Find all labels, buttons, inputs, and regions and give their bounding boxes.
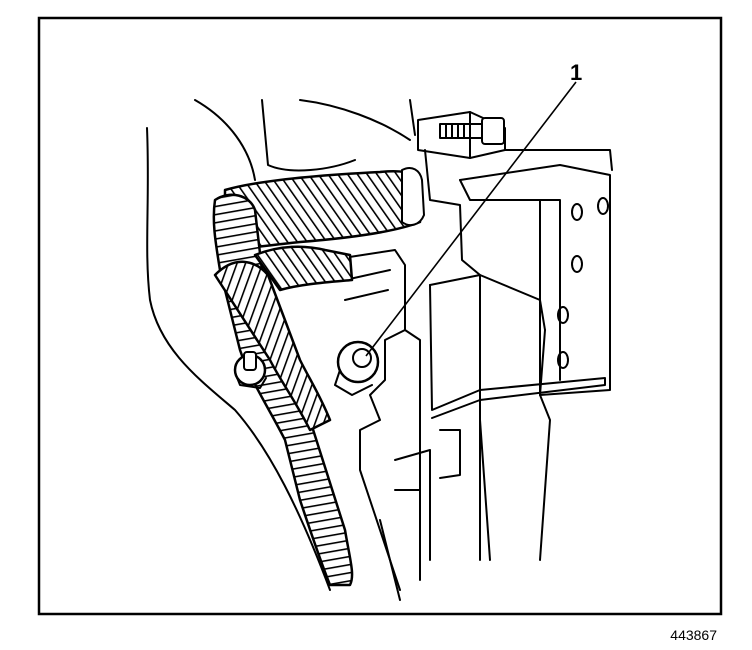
engine-compartment-drawing	[146, 99, 613, 601]
upper-stud-bolt	[439, 117, 505, 145]
harness-conduit-branch	[213, 260, 332, 432]
callout-1-label: 1	[570, 60, 582, 85]
figure-border	[37, 16, 723, 616]
left-nut	[233, 351, 267, 389]
conduit-end-sleeve	[401, 167, 425, 227]
module-bracket	[417, 111, 613, 561]
module-holes	[557, 197, 609, 369]
figure-id: 443867	[670, 627, 717, 643]
upper-housing	[194, 99, 416, 181]
callout-1-leader	[365, 81, 577, 357]
harness-conduit-mid	[253, 245, 354, 292]
body-panel-outline	[146, 127, 331, 591]
callout-1: 1	[365, 60, 582, 357]
harness-nut	[334, 340, 380, 396]
